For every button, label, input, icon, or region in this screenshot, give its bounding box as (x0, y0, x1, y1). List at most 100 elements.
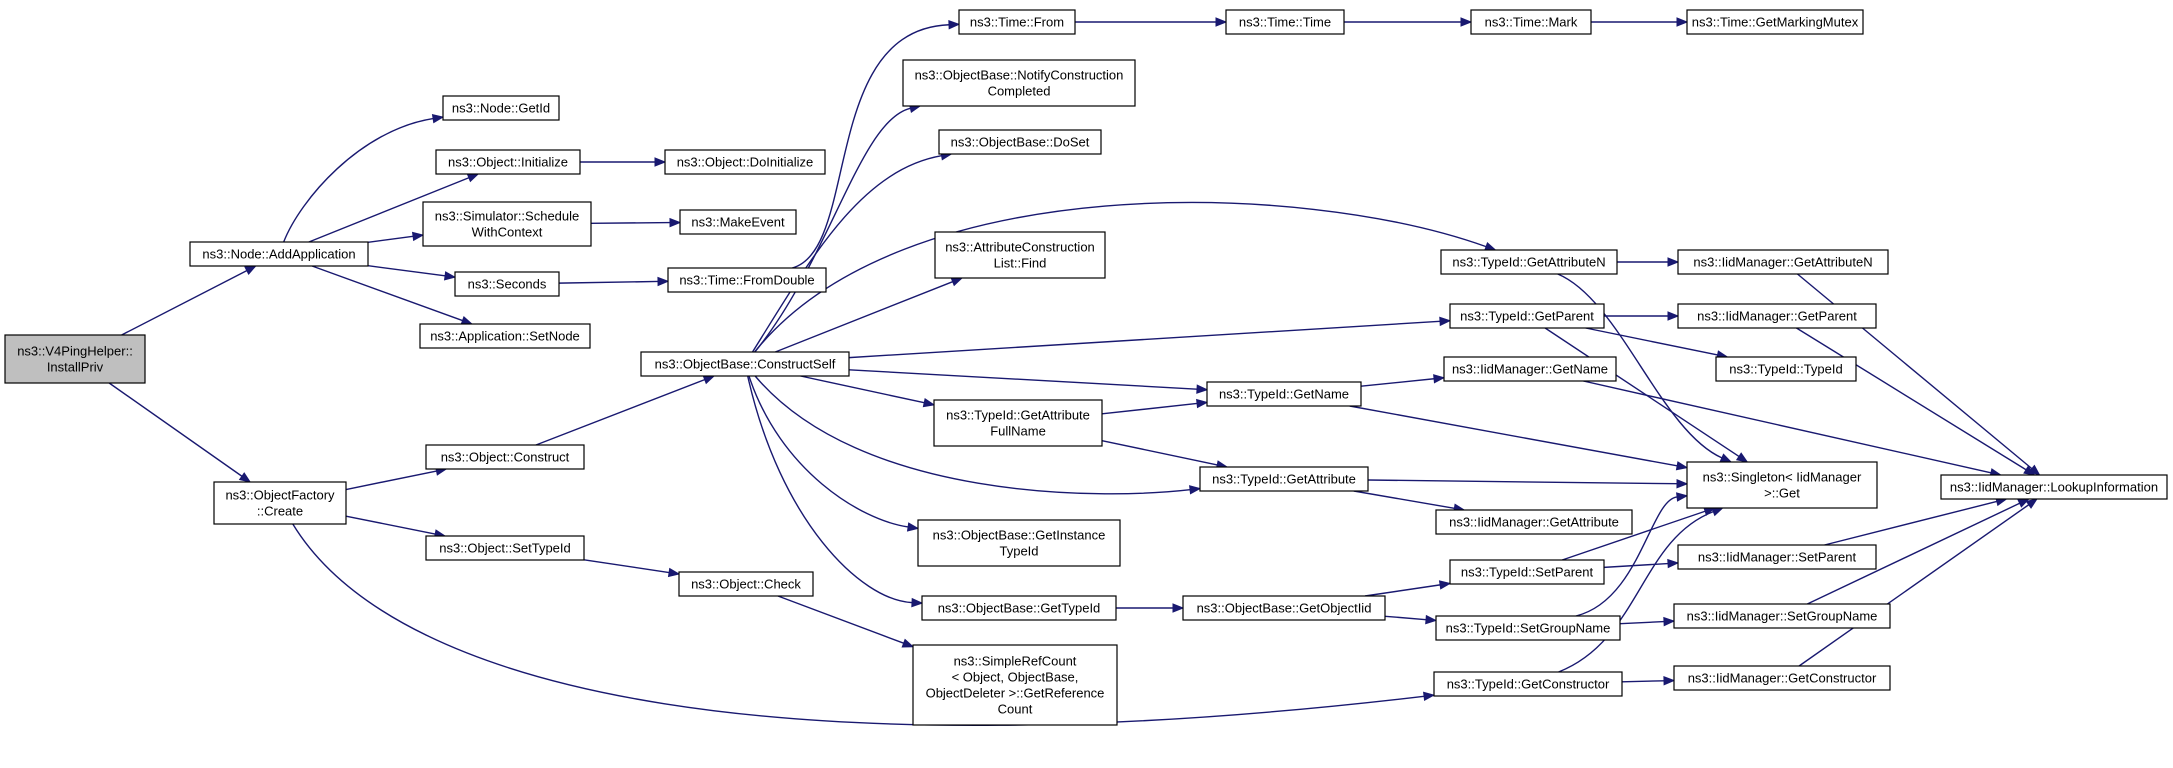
call-edge-install_priv-to-add_application (121, 265, 257, 336)
edge-line (748, 375, 909, 528)
function-node-typeid-setgroupname[interactable]: ns3::TypeId::SetGroupName (1435, 615, 1621, 641)
function-node-time-from[interactable]: ns3::Time::From (958, 9, 1076, 35)
node-box (1686, 9, 1864, 35)
function-node-singleton-get[interactable]: ns3::Singleton< IidManager >::Get (1686, 461, 1878, 509)
node-label-line: ns3::TypeId::SetParent (1461, 565, 1594, 580)
function-node-typeid-getattribute[interactable]: ns3::TypeId::GetAttribute (1199, 466, 1369, 492)
function-node-obj-check[interactable]: ns3::Object::Check (678, 571, 814, 597)
function-node-seconds[interactable]: ns3::Seconds (454, 271, 560, 297)
function-node-iid-getconstructor[interactable]: ns3::IidManager::GetConstructor (1673, 665, 1891, 691)
call-edge-iid_getconstructor-to-iid_lookup (1798, 498, 2039, 667)
node-label-line: ns3::ObjectBase::GetObjectIid (1197, 601, 1372, 616)
function-node-objbase-gettypeid[interactable]: ns3::ObjectBase::GetTypeId (921, 595, 1117, 621)
function-node-notify-construction[interactable]: ns3::ObjectBase::NotifyConstructionCompl… (902, 59, 1136, 107)
arrowhead-icon (948, 20, 961, 30)
node-box (454, 271, 560, 297)
function-node-doset[interactable]: ns3::ObjectBase::DoSet (938, 129, 1102, 155)
edge-line (1557, 273, 1723, 459)
arrowhead-icon (1667, 257, 1680, 267)
function-node-typeid-getconstructor[interactable]: ns3::TypeId::GetConstructor (1433, 671, 1623, 697)
function-node-time-mark[interactable]: ns3::Time::Mark (1470, 9, 1592, 35)
node-label-line: ns3::Time::Time (1239, 15, 1331, 30)
node-box (1182, 595, 1386, 621)
edge-line (108, 382, 243, 477)
node-label-line: FullName (990, 424, 1046, 439)
edge-line (1621, 680, 1665, 683)
node-box (213, 481, 347, 525)
node-label-line: ns3::TypeId::GetConstructor (1447, 677, 1610, 692)
node-box (933, 399, 1103, 447)
node-box (1206, 381, 1362, 407)
node-box (419, 323, 591, 349)
function-nodes: ns3::V4PingHelper::InstallPriv ns3::Node:… (4, 9, 2168, 726)
function-node-construct-self[interactable]: ns3::ObjectBase::ConstructSelf (640, 351, 850, 377)
edge-line (1367, 479, 1678, 485)
function-node-typeid-setparent[interactable]: ns3::TypeId::SetParent (1449, 559, 1605, 585)
function-node-get-objectiid[interactable]: ns3::ObjectBase::GetObjectIid (1182, 595, 1386, 621)
node-label-line: ns3::Time::Mark (1485, 15, 1578, 30)
edge-line (1561, 510, 1706, 561)
function-node-iid-getattributen[interactable]: ns3::IidManager::GetAttributeN (1677, 249, 1889, 275)
node-box (1443, 356, 1617, 382)
call-edge-time_fromdouble-to-time_from (792, 20, 961, 269)
function-node-obj-doinitialize[interactable]: ns3::Object::DoInitialize (664, 149, 826, 175)
call-edge-obj_initialize-to-obj_doinitialize (580, 157, 667, 167)
node-label-line: < Object, ObjectBase, (952, 670, 1079, 685)
function-node-iid-getname[interactable]: ns3::IidManager::GetName (1443, 356, 1617, 382)
function-node-typeid-getattributen[interactable]: ns3::TypeId::GetAttributeN (1440, 249, 1618, 275)
call-edge-factory_create-to-obj_construct (345, 466, 448, 491)
function-node-typeid-typeid[interactable]: ns3::TypeId::TypeId (1715, 356, 1857, 382)
node-box (667, 267, 827, 293)
node-box (189, 241, 369, 267)
function-node-iid-getparent[interactable]: ns3::IidManager::GetParent (1677, 303, 1877, 329)
function-node-time-fromdouble[interactable]: ns3::Time::FromDouble (667, 267, 827, 293)
arrowhead-icon (1667, 311, 1680, 321)
node-box (921, 595, 1117, 621)
function-node-install-priv[interactable]: ns3::V4PingHelper::InstallPriv (4, 334, 146, 384)
call-edge-typeid_getattribute-to-singleton_get (1367, 478, 1689, 489)
call-edge-construct_self-to-typeid_getattributen (754, 201, 1497, 353)
function-node-iid-getattribute[interactable]: ns3::IidManager::GetAttribute (1435, 509, 1633, 535)
call-edge-construct_self-to-typeid_getattribute (754, 375, 1202, 495)
arrowhead-icon (654, 157, 667, 167)
node-label-line: Count (998, 702, 1033, 717)
function-node-typeid-getparent[interactable]: ns3::TypeId::GetParent (1449, 303, 1605, 329)
function-node-time-mutex[interactable]: ns3::Time::GetMarkingMutex (1686, 9, 1864, 35)
call-edge-time_time-to-time_mark (1344, 17, 1473, 27)
arrowhead-icon (244, 265, 257, 276)
function-node-app-setnode[interactable]: ns3::Application::SetNode (419, 323, 591, 349)
function-node-obj-construct[interactable]: ns3::Object::Construct (425, 444, 585, 470)
function-node-make-event[interactable]: ns3::MakeEvent (679, 209, 797, 235)
function-node-node-getid[interactable]: ns3::Node::GetId (442, 95, 560, 121)
call-edge-get_objectiid-to-typeid_setgroupname (1384, 614, 1438, 625)
function-node-typeid-getname[interactable]: ns3::TypeId::GetName (1206, 381, 1362, 407)
function-node-simplerefcount[interactable]: ns3::SimpleRefCount< Object, ObjectBase,… (912, 644, 1118, 726)
function-node-iid-setgroupname[interactable]: ns3::IidManager::SetGroupName (1673, 603, 1891, 629)
call-edge-add_application-to-seconds (367, 265, 457, 281)
node-label-line: ns3::TypeId::GetParent (1460, 309, 1594, 324)
arrowhead-icon (1667, 558, 1680, 569)
function-node-obj-settypeid[interactable]: ns3::Object::SetTypeId (425, 535, 585, 561)
function-node-add-application[interactable]: ns3::Node::AddApplication (189, 241, 369, 267)
function-node-time-time[interactable]: ns3::Time::Time (1225, 9, 1345, 35)
node-label-line: ns3::V4PingHelper:: (17, 344, 133, 359)
node-label-line: TypeId (999, 544, 1038, 559)
node-label-line: ns3::TypeId::TypeId (1729, 362, 1842, 377)
function-node-iid-lookup[interactable]: ns3::IidManager::LookupInformation (1940, 474, 2168, 500)
node-label-line: ns3::TypeId::SetGroupName (1446, 621, 1611, 636)
function-node-factory-create[interactable]: ns3::ObjectFactory::Create (213, 481, 347, 525)
call-edge-obj_construct-to-construct_self (535, 375, 716, 446)
arrowhead-icon (1438, 580, 1452, 590)
call-edge-construct_self-to-typeid_getattrfullname (800, 375, 936, 408)
function-node-iid-setparent[interactable]: ns3::IidManager::SetParent (1677, 544, 1877, 570)
function-node-obj-initialize[interactable]: ns3::Object::Initialize (435, 149, 581, 175)
edge-line (848, 320, 1441, 359)
node-label-line: ns3::Seconds (468, 277, 547, 292)
node-box (938, 129, 1102, 155)
call-edge-construct_self-to-get_instance_typeid (748, 375, 920, 532)
